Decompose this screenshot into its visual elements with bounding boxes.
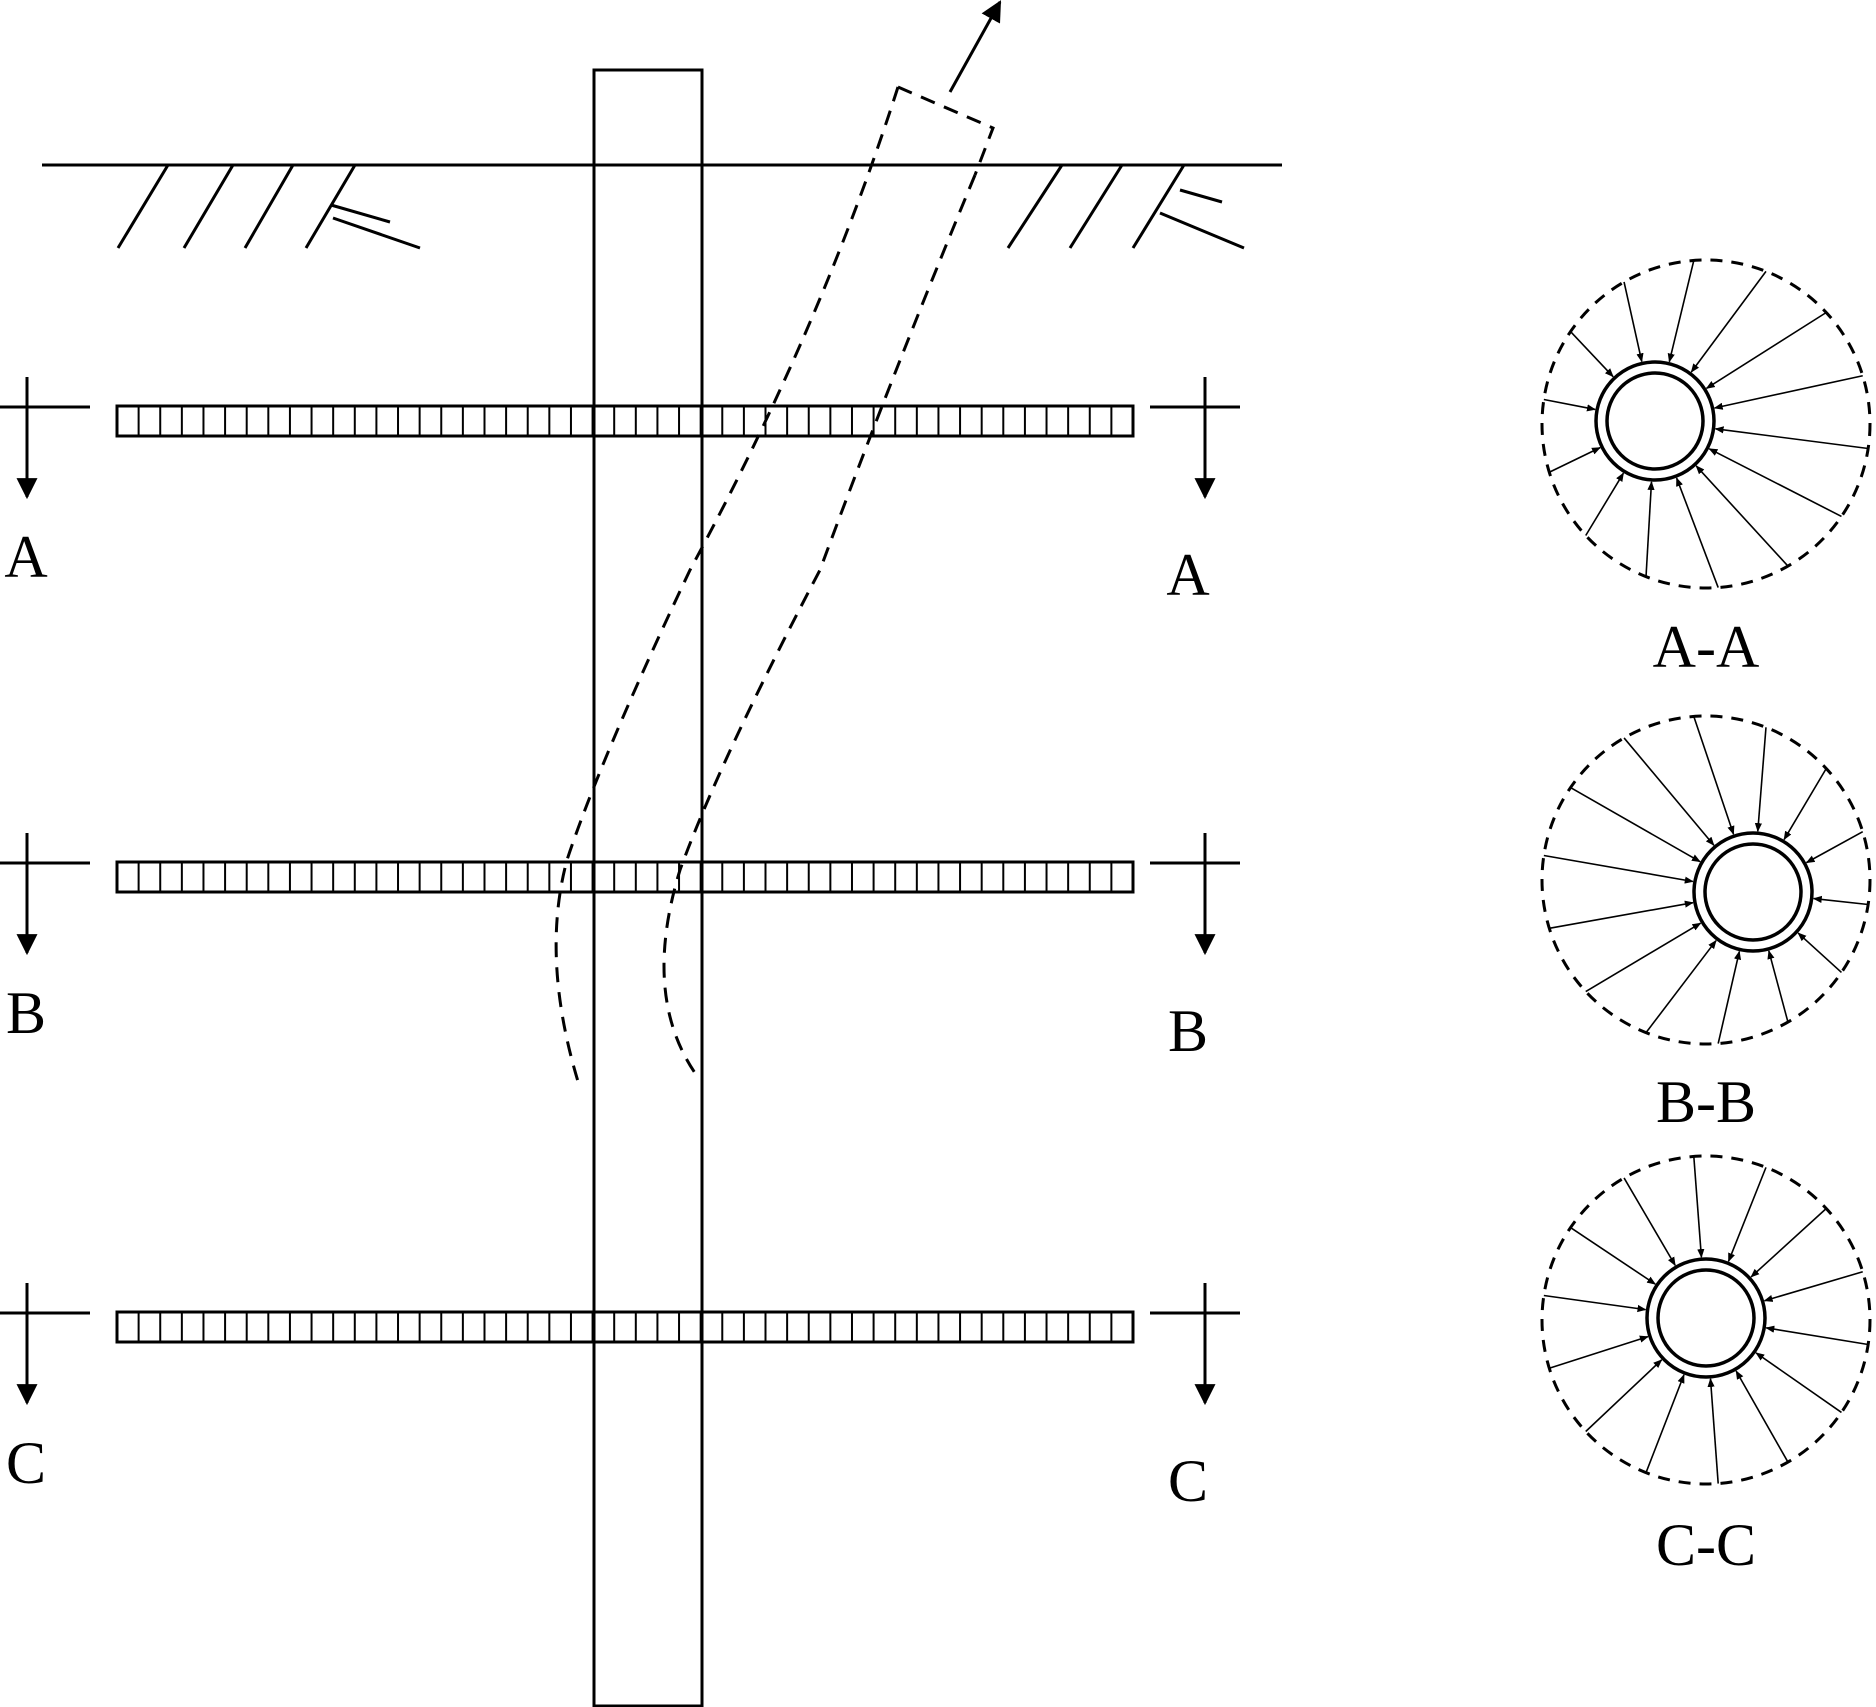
cross-section-title: A-A xyxy=(1653,614,1760,680)
movement-arrow-icon xyxy=(948,0,1002,93)
ground-surface xyxy=(42,163,1282,250)
anchor-bar-icon xyxy=(115,1310,1135,1344)
pile-cross-section-icon xyxy=(1540,1154,1872,1486)
cross-section-title: B-B xyxy=(1656,1069,1756,1135)
section-cut-arrow-icon xyxy=(0,1283,90,1406)
cross-sections: A-A B-B C-C xyxy=(1540,258,1872,1578)
section-markers: A A B B C C xyxy=(0,377,1240,1514)
pile-cross-section-icon xyxy=(1540,714,1872,1046)
section-cut-arrow-icon xyxy=(1150,1283,1240,1406)
section-letter-left: B xyxy=(6,980,46,1046)
section-cut-arrow-icon xyxy=(1150,833,1240,956)
section-cut-arrow-icon xyxy=(0,833,90,956)
section-letter-right: B xyxy=(1168,998,1208,1064)
anchor-bar-icon xyxy=(115,860,1135,894)
section-letter-right: A xyxy=(1166,542,1209,608)
section-letter-left: C xyxy=(6,1430,46,1496)
ground-hatch-icon xyxy=(116,164,1245,250)
section-cut-arrow-icon xyxy=(1150,377,1240,500)
anchor-bars xyxy=(115,404,1135,1344)
pile-cross-section-icon xyxy=(1540,258,1872,590)
cross-section-title: C-C xyxy=(1656,1512,1756,1578)
anchor-bar-icon xyxy=(115,404,1135,438)
section-letter-right: C xyxy=(1168,1448,1208,1514)
section-cut-arrow-icon xyxy=(0,377,90,500)
pile-icon xyxy=(592,68,704,1707)
displaced-pile-outline-icon xyxy=(554,85,995,1089)
section-letter-left: A xyxy=(4,524,47,590)
